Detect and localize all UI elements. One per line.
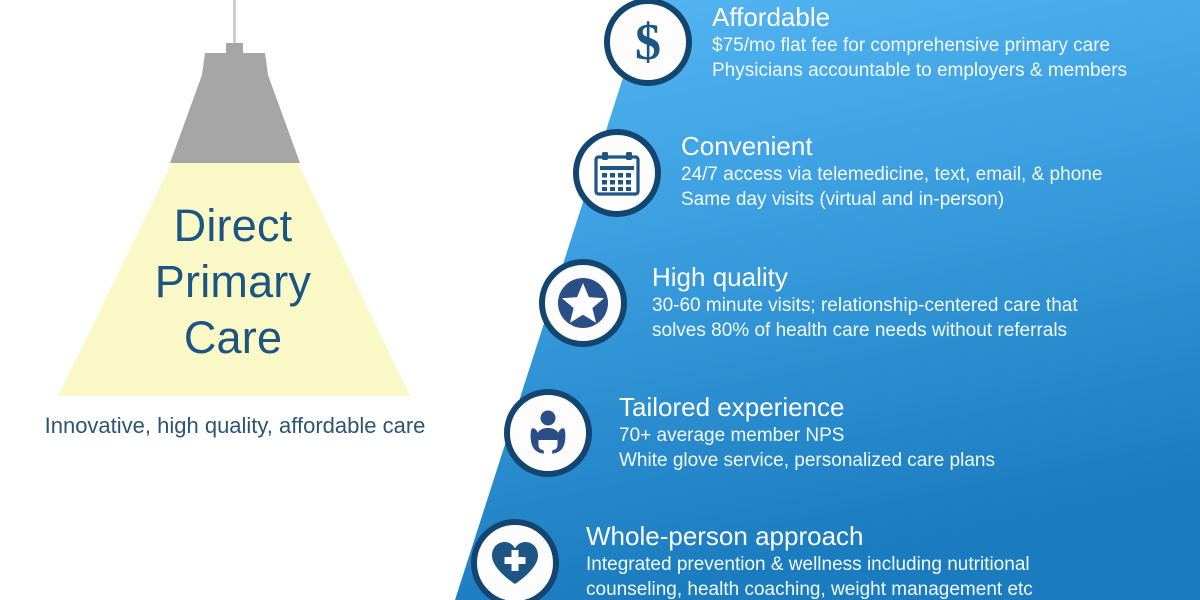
feature-line-2: solves 80% of health care needs without … — [652, 320, 1068, 341]
feature-line-1: 24/7 access via telemedicine, text, emai… — [681, 164, 1103, 185]
feature-item-convenient: Convenient 24/7 access via telemedicine,… — [0, 0, 1200, 240]
feature-text-whole-person-approach: Whole-person approach Integrated prevent… — [586, 521, 1033, 600]
feature-badge-high-quality — [539, 259, 627, 347]
feature-badge-tailored-experience — [504, 389, 592, 477]
dollar-sign-icon: $ — [635, 14, 661, 70]
feature-item-high-quality: High quality 30-60 minute visits; relati… — [539, 259, 1078, 347]
feature-item-tailored-experience: Tailored experience 70+ average member N… — [504, 389, 995, 477]
feature-line-2: White glove service, personalized care p… — [619, 450, 995, 471]
feature-line-1: $75/mo flat fee for comprehensive primar… — [712, 35, 1111, 56]
tagline: Innovative, high quality, affordable car… — [44, 413, 426, 438]
calendar-icon — [594, 152, 640, 196]
feature-line-1: 70+ average member NPS — [619, 425, 845, 446]
feature-line-1: Integrated prevention & wellness includi… — [586, 554, 1030, 575]
svg-text:$: $ — [635, 14, 661, 70]
feature-badge-convenient — [573, 129, 661, 217]
feature-text-tailored-experience: Tailored experience 70+ average member N… — [619, 392, 995, 473]
heart-cross-icon — [492, 542, 538, 584]
star-badge-icon — [558, 278, 608, 328]
feature-heading: Affordable — [712, 2, 831, 32]
hanging-lamp-icon — [58, 0, 410, 396]
feature-badge-affordable: $ — [604, 0, 692, 86]
feature-badge-whole-person-approach — [471, 519, 559, 600]
feature-item-affordable: $ Affordable $75/mo flat fee for compreh… — [0, 0, 1200, 100]
feature-line-1: 30-60 minute visits; relationship-center… — [652, 295, 1078, 316]
feature-line-2: counseling, health coaching, weight mana… — [586, 579, 1033, 600]
page-title: Direct Primary Care — [56, 198, 410, 366]
feature-heading: Whole-person approach — [586, 521, 864, 551]
feature-text-high-quality: High quality 30-60 minute visits; relati… — [652, 262, 1078, 343]
feature-text-affordable: Affordable $75/mo flat fee for comprehen… — [712, 2, 1127, 83]
page-title-line-1: Direct — [173, 200, 293, 251]
person-in-hands-icon — [530, 410, 566, 454]
feature-heading: Tailored experience — [619, 392, 845, 422]
feature-line-2: Same day visits (virtual and in-person) — [681, 189, 1005, 210]
page-title-line-3: Care — [183, 312, 283, 363]
feature-heading: High quality — [652, 262, 788, 292]
feature-text-convenient: Convenient 24/7 access via telemedicine,… — [681, 131, 1102, 212]
page-title-line-2: Primary — [154, 256, 312, 307]
feature-heading: Convenient — [681, 131, 813, 161]
feature-line-2: Physicians accountable to employers & me… — [712, 60, 1128, 81]
